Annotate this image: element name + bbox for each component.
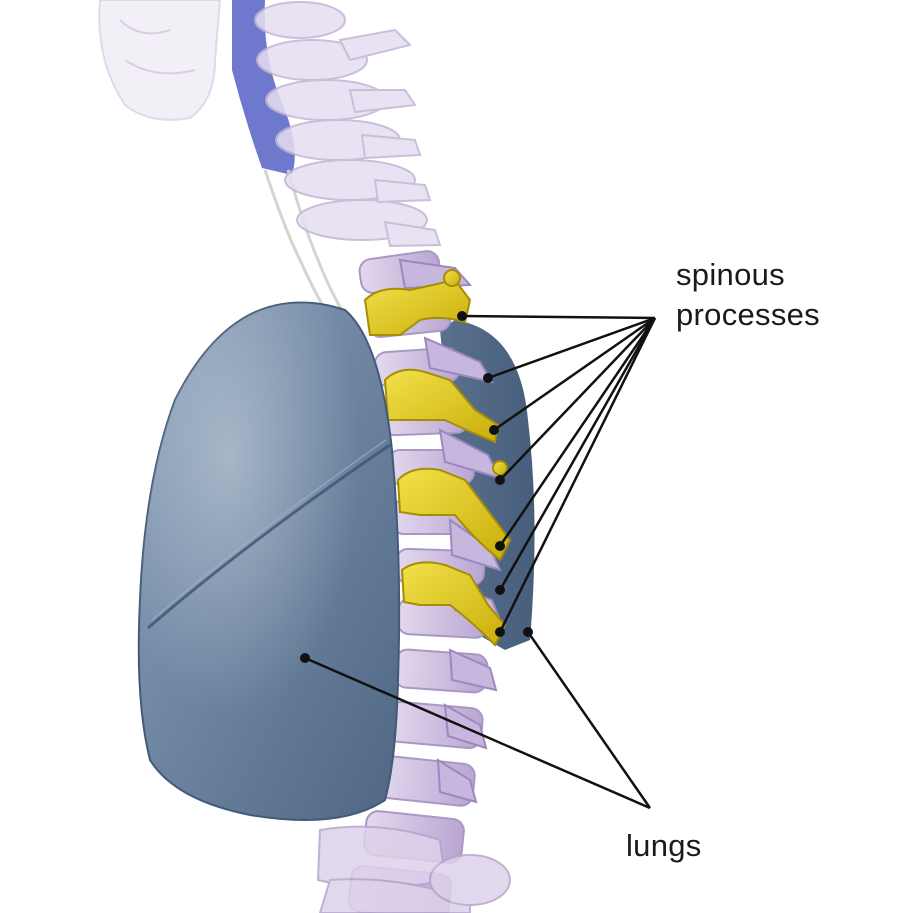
near-lung (137, 301, 401, 821)
highlighted-vertebrae (363, 269, 512, 647)
lungs-leader-dots (300, 627, 533, 663)
spinous-label-line2: processes (676, 297, 820, 332)
spinous-leader-dots (457, 311, 505, 637)
lungs-label: lungs (626, 828, 702, 863)
lower-vertebrae (316, 825, 511, 913)
lungs-leader-lines (304, 631, 652, 810)
neck-vessel (232, 0, 295, 175)
spinous-label-line1: spinous (676, 257, 785, 292)
cervical-vertebrae (254, 1, 442, 248)
spinous-processes-label: spinous processes (676, 255, 820, 335)
skull-outline (98, 0, 222, 121)
spinous-leader-lines (461, 314, 657, 633)
